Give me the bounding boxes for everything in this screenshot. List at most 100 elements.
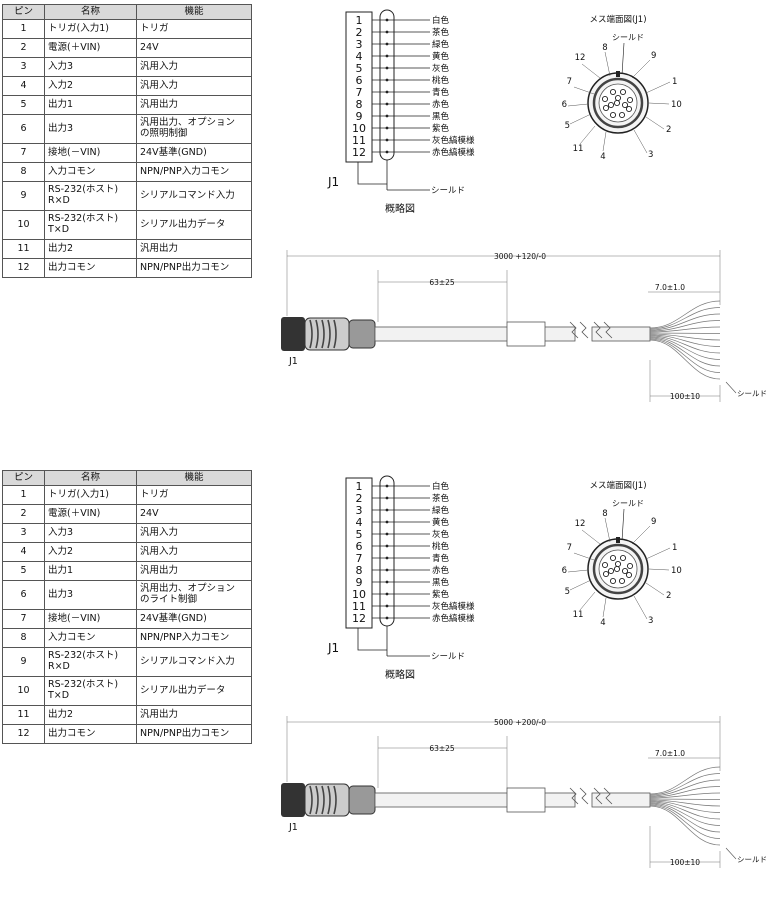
connector-pin bbox=[609, 554, 617, 562]
wire-node bbox=[385, 616, 389, 620]
connector-pin bbox=[618, 577, 626, 585]
leader-line bbox=[631, 525, 651, 545]
connector-grip-line bbox=[321, 785, 325, 815]
table-header-cell: 名称 bbox=[44, 4, 137, 20]
dimension-connector-length: 63±25 bbox=[429, 744, 455, 753]
connector-grip-line bbox=[321, 319, 325, 349]
connector-grip-line bbox=[315, 785, 319, 815]
connector-grip-line bbox=[333, 785, 337, 815]
connector-pin bbox=[626, 96, 634, 104]
cable-lead-wire bbox=[649, 300, 721, 329]
table-cell-func: シリアルコマンド入力 bbox=[136, 647, 252, 677]
leader-line bbox=[645, 582, 665, 596]
cable-connector-label: J1 bbox=[288, 822, 298, 833]
wire-node bbox=[385, 150, 389, 154]
end-view-pin-number: 10 bbox=[671, 566, 682, 576]
end-view-shield-label: シールド bbox=[612, 499, 644, 508]
end-view-pin-number: 7 bbox=[567, 543, 572, 553]
terminal-number: 7 bbox=[356, 552, 363, 565]
connector-grip-line bbox=[333, 319, 337, 349]
wire-color-label: 緑色 bbox=[432, 505, 450, 516]
end-view-pin-number: 8 bbox=[602, 509, 607, 519]
leader-line bbox=[604, 517, 611, 543]
shield-label: シールド bbox=[431, 186, 465, 196]
leader-line bbox=[621, 42, 625, 76]
dimension-lead-length: 100±10 bbox=[670, 858, 700, 867]
end-view-pin-number: 5 bbox=[565, 587, 570, 597]
table-cell-pin: 9 bbox=[2, 647, 45, 677]
leader-line bbox=[602, 597, 607, 618]
cable-break-mark bbox=[593, 321, 613, 339]
end-view-title: メス端面図(J1) bbox=[589, 14, 646, 25]
cable-lead-wire bbox=[649, 773, 721, 796]
wire-color-label: 赤色縞模様 bbox=[432, 613, 475, 624]
table-cell-func: シリアルコマンド入力 bbox=[136, 181, 252, 211]
cable-lead-wire bbox=[649, 320, 721, 332]
end-view-pin-number: 2 bbox=[666, 125, 671, 135]
terminal-number: 1 bbox=[356, 14, 363, 27]
leader-line bbox=[725, 847, 737, 860]
cable-lead-wire bbox=[649, 307, 721, 330]
wire-color-label: 灰色縞模様 bbox=[432, 135, 475, 146]
wire-node bbox=[385, 484, 389, 488]
leader-line bbox=[648, 102, 670, 105]
cable-lead-wire bbox=[649, 779, 721, 797]
wire-node bbox=[385, 42, 389, 46]
leader-line bbox=[725, 381, 737, 394]
leader-line bbox=[645, 81, 671, 94]
wire-node bbox=[385, 66, 389, 70]
connector-pin bbox=[621, 567, 629, 575]
cable-lead-wire bbox=[649, 803, 721, 833]
terminal-number: 4 bbox=[356, 516, 363, 529]
cable-lead-wire bbox=[649, 801, 721, 820]
leader-line bbox=[573, 86, 595, 95]
wire-node bbox=[385, 520, 389, 524]
connector-pin bbox=[609, 577, 617, 585]
cable-lead-wire bbox=[649, 766, 721, 795]
terminal-number: 9 bbox=[356, 110, 363, 123]
connector-pin bbox=[619, 88, 627, 96]
connector-key bbox=[616, 71, 620, 77]
wire-color-label: 緑色 bbox=[432, 39, 450, 50]
dimension-connector-length: 63±25 bbox=[429, 278, 455, 287]
wire-node bbox=[385, 604, 389, 608]
leader-line bbox=[567, 103, 589, 107]
cable-break-mark bbox=[593, 787, 613, 805]
end-view-pin-number: 8 bbox=[602, 43, 607, 53]
terminal-number: 6 bbox=[356, 540, 363, 553]
cable-break-mark bbox=[569, 787, 589, 805]
wire-node bbox=[385, 30, 389, 34]
leader-line bbox=[621, 508, 625, 542]
end-view-pin-number: 6 bbox=[562, 566, 567, 576]
table-header-cell: ピン bbox=[2, 4, 45, 20]
leader-line bbox=[581, 63, 601, 79]
connector-pin bbox=[613, 99, 621, 107]
terminal-number: 9 bbox=[356, 576, 363, 589]
terminal-block bbox=[345, 477, 373, 629]
connector-pin bbox=[601, 561, 609, 569]
connector-pin bbox=[618, 111, 626, 119]
wire-color-label: 灰色 bbox=[432, 63, 450, 74]
terminal-number: 5 bbox=[356, 62, 363, 75]
wire-node bbox=[385, 592, 389, 596]
cable-lead-wire bbox=[649, 799, 721, 807]
table-cell-func: 汎用出力、オプション のライト制御 bbox=[136, 580, 252, 610]
cable-connector-label: J1 bbox=[288, 356, 298, 367]
dimension-lead-length: 100±10 bbox=[670, 392, 700, 401]
wire-node bbox=[385, 532, 389, 536]
wire-node bbox=[385, 102, 389, 106]
wire-node bbox=[385, 544, 389, 548]
connector-pin bbox=[607, 101, 615, 109]
ground-line bbox=[357, 628, 387, 651]
terminal-number: 11 bbox=[352, 134, 366, 147]
connector-pin bbox=[609, 111, 617, 119]
end-view-pin-number: 11 bbox=[573, 610, 584, 620]
table-cell-func: シリアル出力データ bbox=[136, 210, 252, 240]
connector-face-ring bbox=[592, 543, 644, 595]
